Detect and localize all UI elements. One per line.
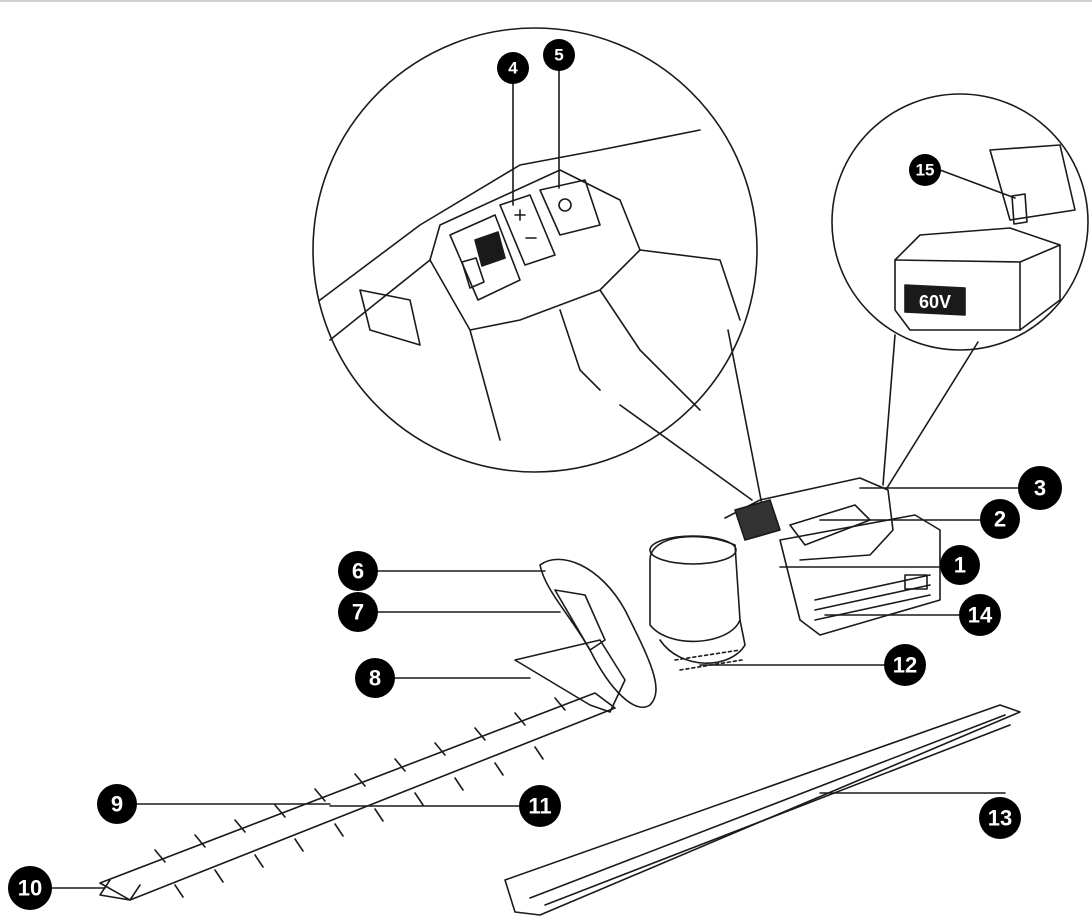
blade-cover-ridge-b	[544, 724, 1011, 906]
rear-handle	[724, 477, 894, 561]
power-button-symbol	[558, 198, 572, 212]
callout-badge	[497, 52, 529, 84]
callout-badge	[519, 785, 561, 827]
housing-side	[599, 289, 701, 411]
callout-badge	[355, 658, 395, 698]
callout-badge	[884, 644, 926, 686]
callout-badge	[543, 39, 575, 71]
callout-13: 13	[979, 797, 1021, 839]
callout-badge	[338, 592, 378, 632]
battery-marking: 60V	[919, 292, 951, 312]
battery-top-edge	[894, 244, 1061, 263]
housing-detail-left	[359, 289, 421, 346]
callout-number: 3	[1034, 476, 1046, 501]
callout-number: 5	[554, 46, 563, 65]
callout-14: 14	[959, 594, 1001, 636]
front-handle-inner	[554, 589, 606, 651]
callout-badge	[338, 551, 378, 591]
callout-6: 6	[338, 551, 378, 591]
battery-badge	[904, 574, 928, 590]
callout-number: 13	[988, 806, 1012, 831]
control-panel-detail	[312, 27, 758, 473]
leader-15	[939, 169, 1016, 199]
housing-front	[329, 259, 501, 441]
callout-4: 4	[497, 52, 529, 84]
callout-2: 2	[980, 499, 1020, 539]
callout-10: 10	[8, 866, 52, 910]
callout-badge	[97, 784, 137, 824]
connector-battery-a	[882, 334, 896, 486]
callout-15: 15	[909, 154, 941, 186]
blade-cover	[504, 704, 1021, 916]
housing-edge	[319, 129, 701, 301]
battery-indicator-frame	[449, 214, 521, 301]
tool-housing-top	[989, 144, 1076, 221]
blade-bar	[99, 692, 616, 901]
connector-controls-a	[619, 404, 753, 501]
callout-badge	[940, 545, 980, 585]
leader-lines	[51, 487, 1021, 889]
callout-number: 14	[968, 603, 993, 628]
blade-cover-ridge-a	[529, 714, 1006, 899]
front-handle	[539, 558, 657, 708]
connector-battery-b	[886, 341, 979, 489]
motor-housing	[649, 535, 741, 643]
battery-housing	[779, 514, 941, 636]
housing-detail-mid	[559, 309, 601, 391]
housing-rear	[639, 249, 741, 321]
callout-badge	[1018, 466, 1062, 510]
callout-3: 3	[1018, 466, 1062, 510]
battery-label-panel	[904, 284, 966, 316]
callout-number: 12	[893, 653, 917, 678]
battery-pack	[894, 227, 1061, 331]
detail-circle-controls	[312, 27, 758, 473]
detail-circle-battery	[831, 93, 1089, 351]
callout-number: 7	[352, 600, 364, 625]
callout-badge	[959, 594, 1001, 636]
callout-number: 6	[352, 559, 364, 584]
hand-guard	[514, 639, 626, 713]
callout-badge	[980, 499, 1020, 539]
battery-detail	[831, 93, 1089, 351]
callout-12: 12	[884, 644, 926, 686]
power-button-frame	[539, 179, 601, 236]
callout-number: 9	[111, 792, 123, 817]
callout-8: 8	[355, 658, 395, 698]
gear-housing	[659, 619, 746, 664]
top-border	[0, 0, 1092, 2]
hedge-trimmer	[99, 477, 1021, 916]
callout-number: 11	[528, 794, 551, 819]
callout-11: 11	[519, 785, 561, 827]
blade-tip-guard	[99, 879, 141, 901]
battery-indicator-block	[474, 231, 506, 267]
blade-teeth	[154, 697, 566, 898]
control-pod	[734, 499, 781, 541]
callout-number: 4	[508, 59, 518, 78]
callout-badge	[8, 866, 52, 910]
battery-release	[1011, 193, 1028, 225]
speed-button-frame	[499, 194, 556, 266]
callout-badge	[979, 797, 1021, 839]
panel-body	[429, 169, 641, 331]
callout-9: 9	[97, 784, 137, 824]
callout-number: 1	[954, 553, 966, 578]
callout-number: 10	[18, 876, 42, 901]
callout-badge	[909, 154, 941, 186]
callout-number: 8	[369, 666, 381, 691]
callout-number: 2	[994, 507, 1006, 532]
callout-number: 15	[916, 161, 935, 180]
battery-ribs	[814, 574, 931, 621]
connector-controls-b	[727, 329, 763, 506]
battery-indicator-bars	[461, 257, 485, 289]
callout-1: 1	[940, 545, 980, 585]
motor-top	[649, 535, 737, 565]
callout-7: 7	[338, 592, 378, 632]
callout-5: 5	[543, 39, 575, 71]
